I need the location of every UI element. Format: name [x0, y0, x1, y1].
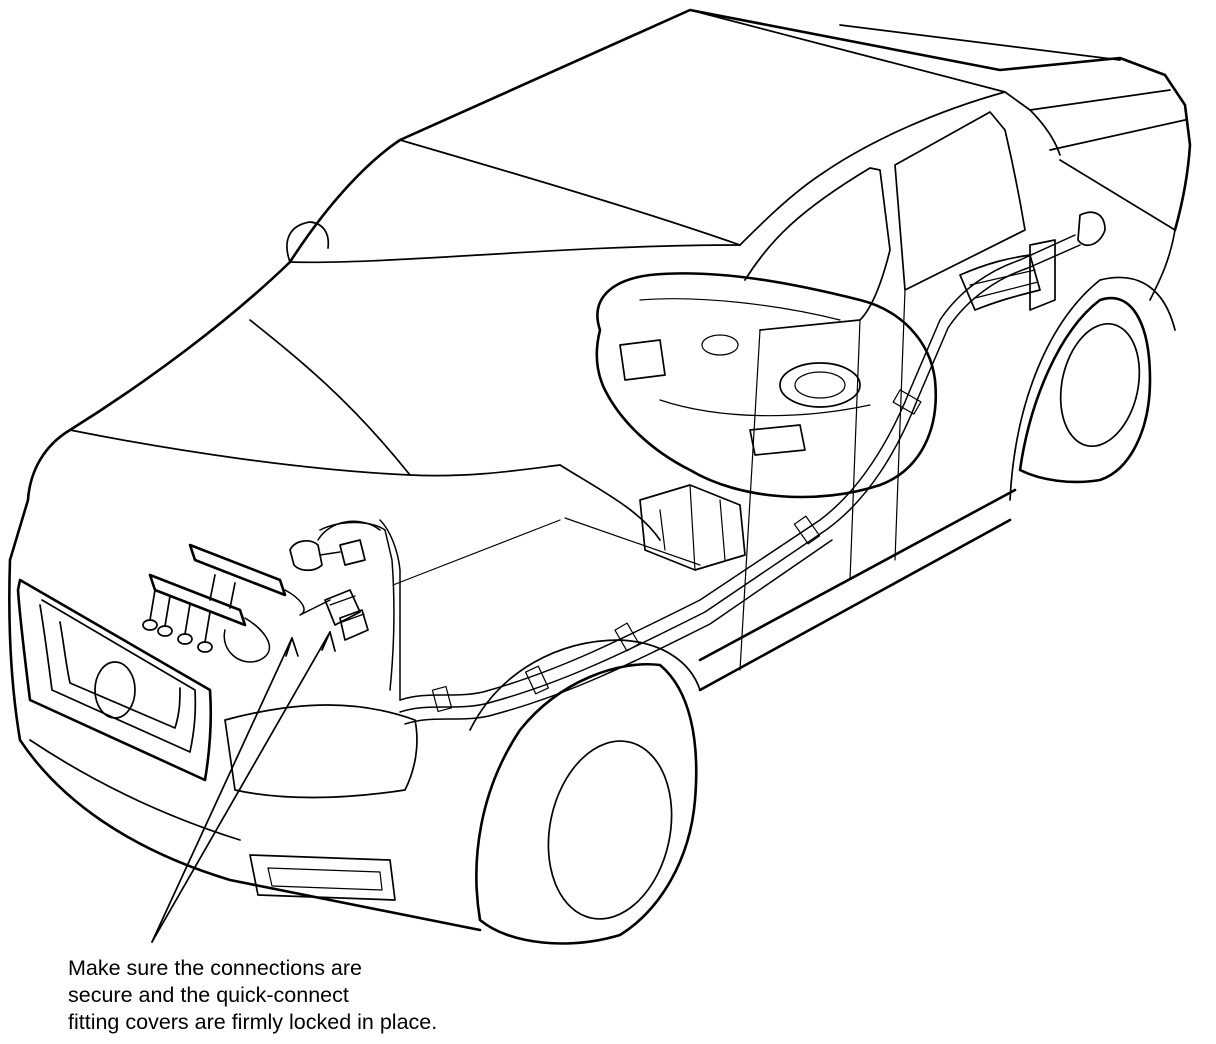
rear-tire	[1018, 296, 1152, 484]
callout-note: Make sure the connections are secure and…	[68, 955, 588, 1036]
fog-light	[249, 854, 396, 901]
rear-door-window	[894, 111, 1026, 291]
door-seams	[739, 289, 906, 671]
fuel-rail-assembly	[142, 520, 381, 663]
filler-hose	[959, 254, 1041, 311]
arrow-head-1	[321, 631, 336, 652]
bed-side	[1029, 89, 1186, 301]
fuel-lines	[319, 234, 1081, 725]
rear-wheel	[1059, 322, 1141, 448]
callout-leaders	[151, 631, 336, 943]
fuel-pump-module	[779, 362, 861, 408]
grille-emblem	[94, 661, 136, 719]
arrow-head-2	[285, 637, 299, 657]
roof-outline	[288, 8, 1192, 264]
front-wheel	[547, 740, 673, 920]
front-bumper	[8, 558, 482, 932]
fuel-injectors	[142, 574, 236, 653]
quick-connect-fitting	[324, 589, 369, 641]
callout-line-3: fitting covers are firmly locked in plac…	[68, 1010, 438, 1034]
fuel-tank	[595, 272, 938, 499]
headlight	[224, 704, 418, 799]
truck-body	[8, 8, 1192, 945]
hood-outline	[8, 260, 292, 562]
pressure-regulator	[289, 540, 323, 572]
front-tire	[475, 662, 698, 945]
front-door-window	[744, 167, 891, 331]
callout-line-2: secure and the quick-connect	[68, 983, 349, 1007]
callout-line-1: Make sure the connections are	[68, 956, 362, 980]
rocker-panel	[698, 488, 1017, 692]
side-mirror	[286, 221, 330, 263]
fuel-filler-door	[1077, 211, 1106, 247]
grille	[16, 578, 213, 782]
